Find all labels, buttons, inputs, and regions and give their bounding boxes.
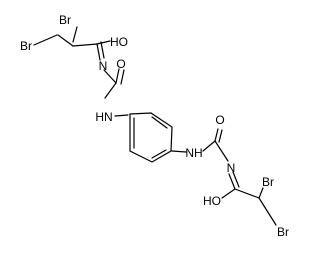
structural-formula: Br Br HO N O HN NH O N HO Br Br (20, 13, 289, 239)
bond (202, 140, 216, 152)
atom-label-br: Br (20, 39, 32, 53)
bond (228, 173, 236, 190)
bond (33, 34, 58, 46)
bond (214, 128, 219, 142)
atom-label-ho: HO (203, 194, 221, 208)
bond (171, 150, 187, 153)
bond (114, 114, 129, 117)
bond (234, 188, 260, 199)
bond (232, 171, 240, 188)
bond (115, 68, 120, 84)
bond (151, 116, 168, 129)
atom-label-br: Br (262, 175, 274, 189)
bond (57, 34, 74, 47)
atom-label-ho: HO (110, 35, 128, 49)
bond (214, 140, 229, 162)
bond (96, 43, 101, 61)
bond (120, 69, 125, 85)
atom-label-n: N (227, 161, 236, 175)
bond (221, 188, 236, 199)
atom-label-n: N (99, 59, 108, 73)
atom-label-br: Br (59, 13, 71, 27)
atom-label-br: Br (277, 225, 289, 239)
bond (100, 41, 105, 59)
atom-label-o: O (116, 57, 125, 71)
bond (72, 43, 98, 47)
bond (258, 187, 264, 199)
bond (151, 149, 167, 159)
bond (218, 129, 223, 143)
bond (258, 197, 277, 226)
benzene-ring (129, 112, 173, 163)
atom-label-nh: HN (95, 110, 112, 124)
atom-label-nh: NH (185, 146, 202, 160)
bond (72, 26, 78, 43)
bond (96, 40, 111, 45)
bond (104, 82, 117, 99)
atom-label-o: O (215, 113, 224, 127)
bond (103, 69, 117, 84)
